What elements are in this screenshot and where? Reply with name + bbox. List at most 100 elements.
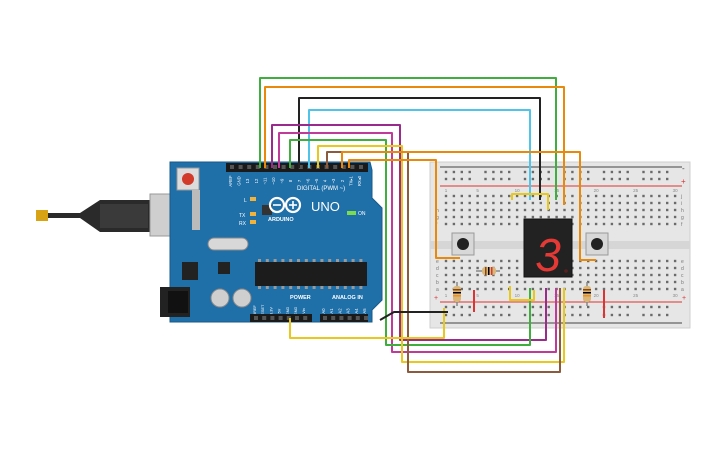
breadboard-hole[interactable] — [618, 194, 621, 198]
breadboard-hole[interactable] — [642, 273, 645, 277]
breadboard-hole[interactable] — [594, 287, 598, 291]
breadboard-hole[interactable] — [563, 215, 566, 219]
breadboard-hole[interactable] — [587, 194, 590, 198]
breadboard-hole[interactable] — [452, 222, 456, 226]
breadboard-hole[interactable] — [634, 208, 637, 212]
breadboard-hole[interactable] — [610, 273, 614, 277]
breadboard-hole[interactable] — [618, 287, 621, 291]
breadboard-hole[interactable] — [634, 280, 637, 284]
power-pin-hole[interactable] — [262, 316, 267, 320]
breadboard-hole[interactable] — [626, 215, 629, 219]
breadboard-hole[interactable] — [460, 194, 463, 198]
rail-hole[interactable] — [587, 313, 590, 317]
analog-pin-hole[interactable] — [331, 316, 336, 320]
rail-hole[interactable] — [484, 313, 487, 317]
breadboard-hole[interactable] — [610, 222, 614, 226]
breadboard-hole[interactable] — [508, 273, 511, 277]
breadboard-hole[interactable] — [515, 287, 519, 291]
breadboard-hole[interactable] — [468, 222, 471, 226]
breadboard-hole[interactable] — [642, 215, 645, 219]
digital-pin-hole[interactable] — [273, 165, 277, 169]
breadboard-hole[interactable] — [531, 280, 535, 284]
digital-pin-hole[interactable] — [290, 165, 295, 169]
digital-pin-hole[interactable] — [264, 165, 269, 169]
breadboard-hole[interactable] — [523, 215, 527, 219]
breadboard-hole[interactable] — [515, 266, 519, 270]
breadboard-hole[interactable] — [476, 273, 479, 277]
breadboard-hole[interactable] — [666, 215, 669, 219]
breadboard-hole[interactable] — [444, 208, 448, 212]
digital-pin-hole[interactable] — [230, 165, 234, 169]
breadboard-hole[interactable] — [642, 280, 645, 284]
seven-segment-display[interactable]: 3 — [523, 218, 573, 281]
breadboard-hole[interactable] — [650, 280, 653, 284]
breadboard-hole[interactable] — [523, 280, 527, 284]
breadboard-hole[interactable] — [492, 201, 495, 205]
wire-yellow-display-bottom[interactable] — [509, 286, 535, 301]
breadboard-hole[interactable] — [476, 280, 479, 284]
rail-hole[interactable] — [492, 313, 495, 317]
breadboard-hole[interactable] — [476, 201, 479, 205]
digital-pin-hole[interactable] — [341, 165, 346, 169]
breadboard-hole[interactable] — [539, 208, 542, 212]
breadboard-hole[interactable] — [610, 201, 614, 205]
rail-hole[interactable] — [484, 177, 487, 181]
breadboard-hole[interactable] — [476, 287, 479, 291]
rail-hole[interactable] — [642, 170, 645, 174]
breadboard-hole[interactable] — [634, 194, 637, 198]
rail-hole[interactable] — [539, 313, 542, 317]
resistor-right[interactable] — [583, 282, 591, 306]
breadboard-hole[interactable] — [626, 201, 629, 205]
breadboard-hole[interactable] — [602, 266, 606, 270]
breadboard-hole[interactable] — [673, 208, 677, 212]
breadboard-hole[interactable] — [452, 215, 456, 219]
breadboard-hole[interactable] — [460, 287, 463, 291]
breadboard-hole[interactable] — [602, 280, 606, 284]
breadboard-hole[interactable] — [515, 201, 519, 205]
breadboard-hole[interactable] — [594, 222, 598, 226]
breadboard-hole[interactable] — [500, 287, 503, 291]
power-pin-hole[interactable] — [270, 316, 275, 320]
breadboard-hole[interactable] — [508, 222, 511, 226]
breadboard-hole[interactable] — [508, 194, 511, 198]
breadboard-hole[interactable] — [500, 266, 503, 270]
breadboard-hole[interactable] — [444, 194, 448, 198]
breadboard-hole[interactable] — [658, 194, 661, 198]
rail-hole[interactable] — [626, 177, 629, 181]
breadboard-hole[interactable] — [452, 273, 456, 277]
rail-hole[interactable] — [452, 177, 456, 181]
rail-hole[interactable] — [658, 170, 661, 174]
breadboard-hole[interactable] — [500, 194, 503, 198]
breadboard-hole[interactable] — [571, 280, 574, 284]
power-pin-hole[interactable] — [303, 316, 308, 320]
wire-green-top[interactable] — [259, 77, 557, 200]
breadboard-hole[interactable] — [484, 259, 487, 263]
breadboard-hole[interactable] — [444, 259, 448, 263]
breadboard-hole[interactable] — [555, 215, 558, 219]
breadboard-hole[interactable] — [594, 194, 598, 198]
rail-hole[interactable] — [452, 305, 456, 309]
breadboard-hole[interactable] — [484, 287, 487, 291]
breadboard-hole[interactable] — [515, 215, 519, 219]
wire-yellow-power[interactable] — [289, 308, 445, 339]
breadboard-hole[interactable] — [452, 208, 456, 212]
breadboard-hole[interactable] — [508, 215, 511, 219]
rail-hole[interactable] — [610, 313, 614, 317]
breadboard-hole[interactable] — [610, 215, 614, 219]
breadboard-hole[interactable] — [602, 273, 606, 277]
rail-hole[interactable] — [547, 170, 550, 174]
breadboard-hole[interactable] — [484, 280, 487, 284]
rail-hole[interactable] — [658, 313, 661, 317]
rail-hole[interactable] — [452, 170, 456, 174]
rail-hole[interactable] — [547, 177, 550, 181]
breadboard-hole[interactable] — [468, 259, 471, 263]
breadboard-hole[interactable] — [610, 259, 614, 263]
rail-hole[interactable] — [508, 305, 511, 309]
digital-pin-hole[interactable] — [333, 165, 338, 169]
rail-hole[interactable] — [571, 177, 574, 181]
breadboard-hole[interactable] — [587, 280, 590, 284]
rail-hole[interactable] — [571, 313, 574, 317]
breadboard-hole[interactable] — [531, 201, 535, 205]
breadboard-hole[interactable] — [500, 273, 503, 277]
breadboard-hole[interactable] — [563, 208, 566, 212]
